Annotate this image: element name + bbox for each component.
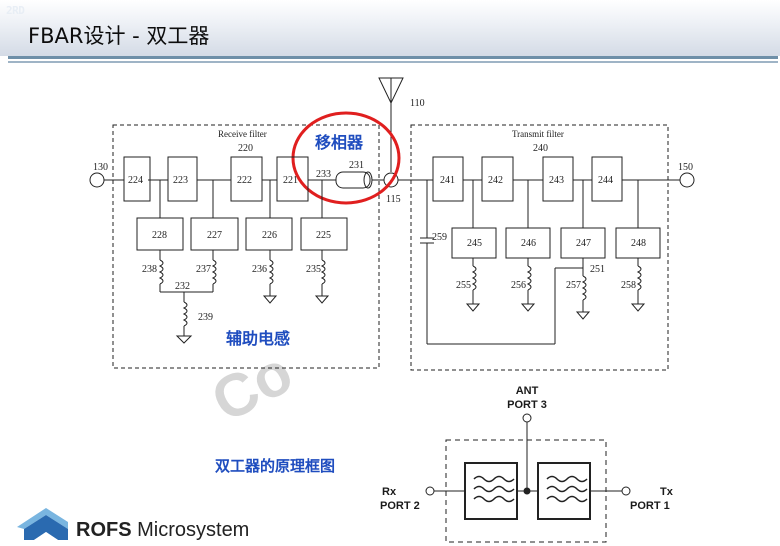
rx-inductor-number: 232 — [175, 281, 190, 292]
aux-inductor-annotation: 辅助电感 — [226, 329, 291, 348]
rx-series-number: 224 — [128, 175, 143, 186]
filter-wave-icon — [473, 475, 515, 503]
antenna-icon — [378, 77, 404, 172]
transmit-filter-label: Transmit filter — [512, 129, 564, 139]
rofs-logo-icon — [17, 508, 68, 540]
rx-shunt-resonator — [245, 217, 293, 251]
tx-inductor-number: 257 — [566, 280, 581, 291]
rx-shunt-resonator — [190, 217, 239, 251]
ground-icon — [175, 335, 193, 344]
corner-tag: 2RD — [6, 4, 25, 17]
tx-label: Tx — [660, 486, 674, 498]
tx-inductor-number: 259 — [432, 232, 447, 243]
rx-inductor-icon — [158, 250, 164, 292]
tx-series-number: 244 — [598, 175, 613, 186]
port-150-icon — [679, 172, 695, 188]
phase-shifter-annotation: 移相器 — [315, 133, 364, 152]
ground-icon — [520, 303, 536, 312]
ground-icon — [314, 295, 330, 304]
rx-shunt-number: 228 — [152, 230, 167, 241]
logo-brand: ROFS — [76, 519, 132, 541]
tx-shunt-resonator — [451, 227, 497, 259]
ground-icon — [575, 311, 591, 320]
tx-shunt-number: 245 — [467, 238, 482, 249]
header-bar — [0, 0, 780, 56]
rx-shunt-number: 226 — [262, 230, 277, 241]
rx-shunt-number: 225 — [316, 230, 331, 241]
tx-port-label: PORT 1 — [630, 500, 670, 512]
phase-shifter-icon — [335, 171, 373, 189]
tx-inductor-number: 251 — [590, 264, 605, 275]
tx-series-resonator — [481, 156, 514, 202]
rx-inductor-number: 237 — [196, 264, 211, 275]
ground-icon — [630, 303, 646, 312]
rx-inductor-icon — [211, 250, 217, 292]
port-130-icon — [89, 172, 105, 188]
tx-inductor-number: 255 — [456, 280, 471, 291]
ground-icon — [465, 303, 481, 312]
node-115-label: 115 — [386, 194, 401, 205]
tx-shunt-number: 247 — [576, 238, 591, 249]
port3-node-icon — [522, 413, 532, 423]
node-233-label: 233 — [316, 169, 331, 180]
tx-series-resonator — [542, 156, 574, 202]
tx-inductor-number: 258 — [621, 280, 636, 291]
tx-series-resonator — [591, 156, 623, 202]
rx-shunt-number: 227 — [207, 230, 222, 241]
phase-shifter-highlight — [291, 111, 401, 205]
tx-series-number: 243 — [549, 175, 564, 186]
port-150-label: 150 — [678, 162, 693, 173]
receive-filter-label: Receive filter — [218, 129, 267, 139]
rx-inductor-number: 236 — [252, 264, 267, 275]
tx-shunt-number: 248 — [631, 238, 646, 249]
rx-inductor-icon — [320, 250, 326, 296]
rx-inductor-number: 235 — [306, 264, 321, 275]
header-rule — [8, 56, 778, 59]
phase-shifter-number: 231 — [349, 160, 364, 171]
transmit-filter-box — [410, 124, 669, 371]
header-rule-secondary — [8, 61, 778, 63]
rx-series-number: 222 — [237, 175, 252, 186]
rx-label: Rx — [382, 486, 397, 498]
rx-inductor-icon — [182, 292, 188, 336]
node-115-icon — [383, 172, 399, 188]
block-diagram-caption: 双工器的原理框图 — [215, 457, 336, 475]
receive-filter-number: 220 — [238, 143, 253, 154]
tx-series-resonator — [432, 156, 464, 202]
rx-series-number: 223 — [173, 175, 188, 186]
antenna-number: 110 — [410, 98, 425, 109]
tx-series-number: 241 — [440, 175, 455, 186]
logo-suffix: Microsystem — [131, 519, 250, 541]
rx-series-resonator — [230, 156, 263, 202]
receive-filter-box — [112, 124, 380, 369]
rx-series-number: 221 — [283, 175, 298, 186]
tx-inductor-icon — [581, 268, 587, 312]
transmit-filter-number: 240 — [533, 143, 548, 154]
filter-wave-icon — [546, 475, 588, 503]
rx-series-resonator — [123, 156, 151, 202]
tx-inductor-icon — [636, 258, 642, 304]
company-logo: ROFS Microsystem — [76, 519, 249, 542]
rx-series-resonator — [167, 156, 198, 202]
tx-inductor-icon — [526, 258, 532, 304]
rx-inductor-number: 238 — [142, 264, 157, 275]
tx-inductor-icon — [471, 258, 477, 304]
rx-inductor-icon — [268, 250, 274, 296]
port1-node-icon — [621, 486, 631, 496]
rx-port-label: PORT 2 — [380, 500, 420, 512]
rx-inductor-number: 239 — [198, 312, 213, 323]
tx-series-number: 242 — [488, 175, 503, 186]
rx-shunt-resonator — [300, 217, 348, 251]
ground-icon — [262, 295, 278, 304]
port-130-label: 130 — [93, 162, 108, 173]
rx-series-resonator — [276, 156, 309, 202]
tx-inductor-number: 256 — [511, 280, 526, 291]
port2-node-icon — [425, 486, 435, 496]
tx-shunt-number: 246 — [521, 238, 536, 249]
ant-port-label: PORT 3 — [507, 399, 547, 411]
ant-label: ANT — [516, 385, 539, 397]
page-title: FBAR设计 - 双工器 — [28, 24, 210, 48]
